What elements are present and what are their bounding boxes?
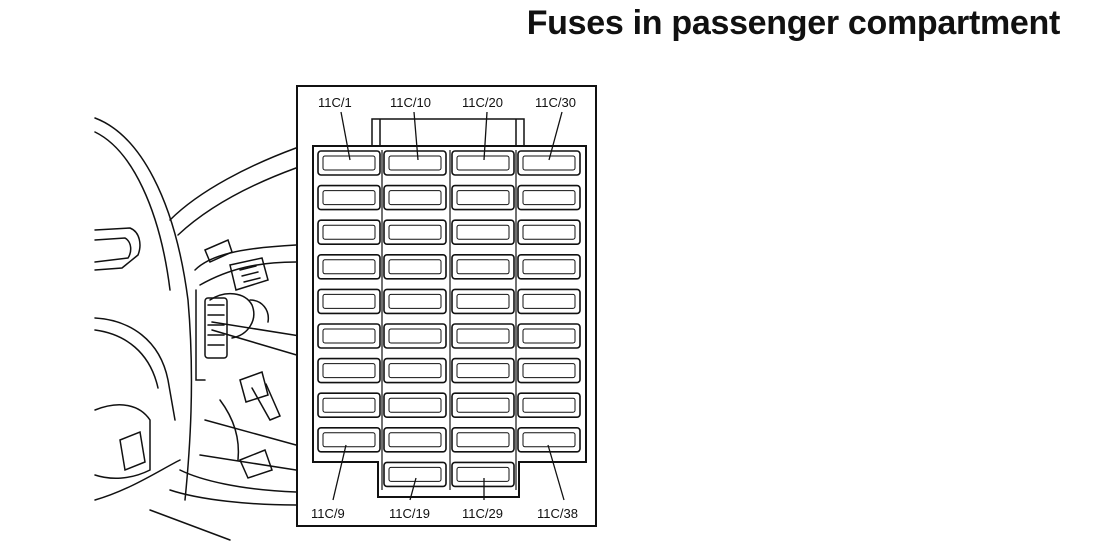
fuse-slot-inner <box>322 397 376 413</box>
fuse-slot <box>451 323 515 349</box>
fuse-slot <box>317 323 381 349</box>
fuse-slot <box>383 219 447 245</box>
fuse-slot <box>451 392 515 419</box>
fuse-slot-inner <box>388 397 442 413</box>
fuse-slot-inner <box>388 293 442 309</box>
fuse-slot <box>517 254 581 280</box>
fuse-slot-inner <box>456 259 510 275</box>
fuse-slot <box>317 184 381 211</box>
fuse-slot-inner <box>456 190 510 206</box>
fuse-slot <box>383 357 447 384</box>
fuse-slot <box>451 426 515 453</box>
fuse-slot <box>317 288 381 315</box>
fuse-slot <box>317 357 381 384</box>
fuse-slot <box>451 219 515 245</box>
fuse-slot <box>383 288 447 315</box>
fuse-slot-inner <box>456 432 510 448</box>
fuse-slot-inner <box>322 190 376 206</box>
fuse-label-11c-10: 11C/10 <box>390 95 431 110</box>
fuse-label-11c-19: 11C/19 <box>389 506 430 521</box>
fuse-slot <box>451 254 515 280</box>
fuse-slot-inner <box>388 224 442 240</box>
fuse-slot <box>517 323 581 349</box>
fuse-slot <box>383 461 447 488</box>
fuse-label-11c-20: 11C/20 <box>462 95 503 110</box>
fuse-slot-inner <box>456 466 510 482</box>
fuse-slot <box>517 357 581 384</box>
fuse-slot-inner <box>322 363 376 379</box>
fuse-slot-inner <box>522 190 576 206</box>
fuse-slot <box>451 150 515 176</box>
fuse-slot-inner <box>388 155 442 171</box>
fuse-slot <box>517 288 581 315</box>
fuse-slot-inner <box>522 328 576 344</box>
fuse-slot-inner <box>322 293 376 309</box>
fuse-slot <box>317 150 381 176</box>
leader-lines <box>332 111 565 501</box>
car-interior-sketch <box>94 117 301 541</box>
fuse-slot <box>317 254 381 280</box>
fuse-slot-inner <box>522 155 576 171</box>
fuse-slot-inner <box>388 432 442 448</box>
fuse-label-11c-1: 11C/1 <box>318 95 352 110</box>
fuse-slot-inner <box>522 397 576 413</box>
fuse-slot-inner <box>522 293 576 309</box>
fuse-slot-inner <box>456 397 510 413</box>
fuse-slot <box>451 461 515 488</box>
fuse-slot-inner <box>322 259 376 275</box>
fuse-slot-inner <box>522 224 576 240</box>
fuse-slot-inner <box>456 328 510 344</box>
fuse-slot <box>451 184 515 211</box>
fuse-slot <box>517 219 581 245</box>
fuse-slot-inner <box>322 328 376 344</box>
fuse-slot-inner <box>456 224 510 240</box>
fuse-label-11c-30: 11C/30 <box>535 95 576 110</box>
fuse-slot <box>317 392 381 419</box>
fuse-label-11c-9: 11C/9 <box>311 506 345 521</box>
fuse-slot <box>383 426 447 453</box>
fuse-slot-inner <box>522 259 576 275</box>
fuse-slot-inner <box>388 259 442 275</box>
fuse-slot <box>317 219 381 245</box>
fuse-slot-inner <box>388 190 442 206</box>
fuse-slot <box>383 184 447 211</box>
fuse-slot <box>517 184 581 211</box>
fuse-slot <box>517 150 581 176</box>
fuse-slot <box>317 426 381 453</box>
fuse-slot-inner <box>388 363 442 379</box>
fuse-slot <box>517 392 581 419</box>
fuse-slot-inner <box>388 328 442 344</box>
fuse-slot <box>451 288 515 315</box>
page-title: Fuses in passenger compartment <box>526 4 1061 42</box>
fuse-slot-inner <box>522 363 576 379</box>
fuse-slot <box>383 392 447 419</box>
fuse-slot <box>383 150 447 176</box>
fuse-label-11c-38: 11C/38 <box>537 506 578 521</box>
fuse-label-11c-29: 11C/29 <box>462 506 503 521</box>
fuse-slot <box>517 426 581 453</box>
fuse-slot-inner <box>456 363 510 379</box>
fuse-slot-inner <box>456 155 510 171</box>
fuse-slot <box>383 254 447 280</box>
fuse-slot-inner <box>456 293 510 309</box>
fuse-slot <box>451 357 515 384</box>
fuse-slot-inner <box>322 432 376 448</box>
fuse-slot-inner <box>322 224 376 240</box>
fuse-slot <box>383 323 447 349</box>
